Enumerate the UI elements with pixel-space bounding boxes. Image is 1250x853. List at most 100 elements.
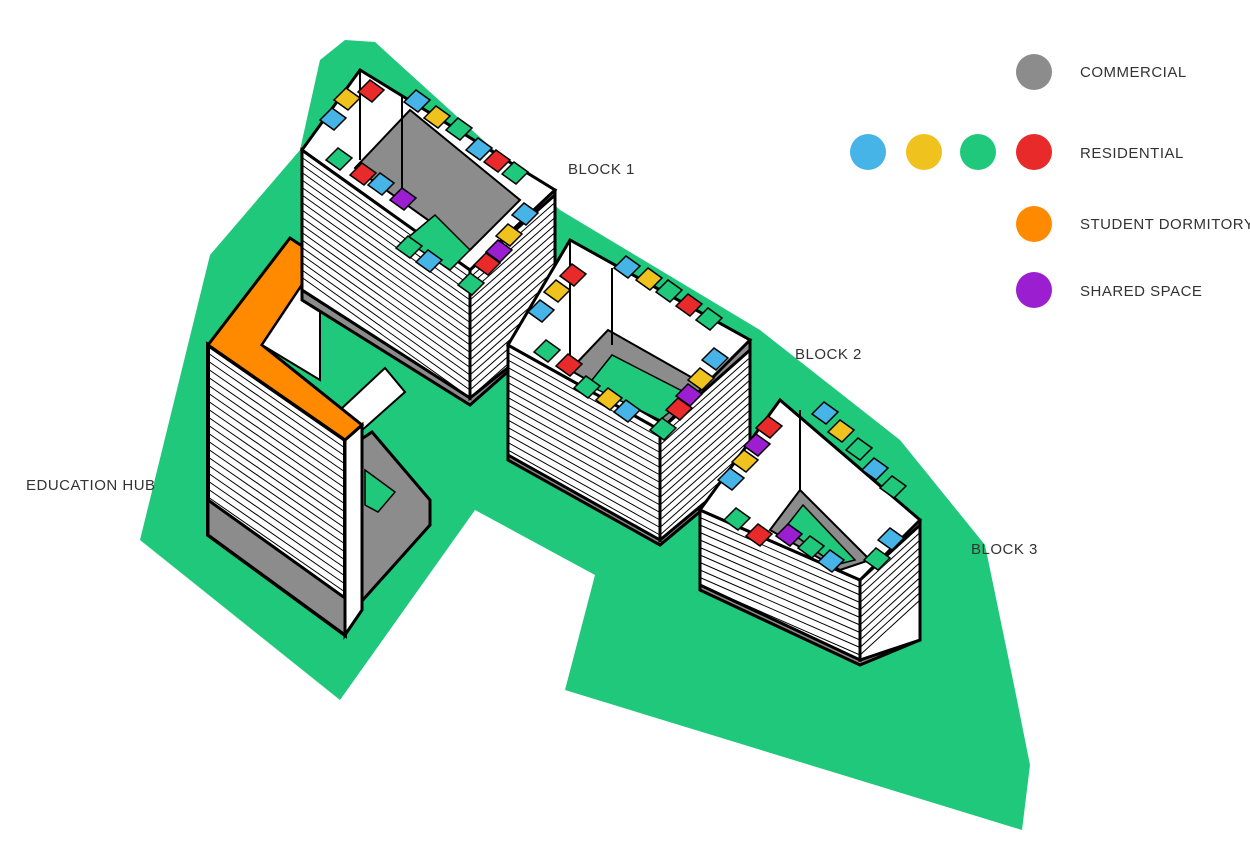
unit-tile: [860, 457, 890, 481]
floor-line: [207, 424, 346, 521]
unit-tile: [722, 507, 752, 531]
unit-tile: [532, 339, 562, 363]
floor-line: [659, 439, 751, 521]
unit-tile: [816, 549, 846, 573]
unit-tile: [558, 263, 588, 287]
floor-line: [207, 408, 346, 505]
unit-tile: [332, 87, 362, 111]
floor-line: [859, 554, 921, 611]
floor-line: [207, 392, 346, 489]
floor-line: [507, 449, 661, 536]
floor-line: [207, 440, 346, 537]
floor-line: [507, 374, 661, 461]
floor-line: [507, 404, 661, 491]
floor-line: [507, 412, 661, 498]
unit-tile: [700, 347, 730, 371]
floor-line: [301, 217, 471, 338]
block-2-building: [505, 237, 753, 547]
legend-commercial-label: COMMERCIAL: [1080, 64, 1187, 81]
unit-tile: [318, 107, 348, 131]
unit-tile: [664, 397, 694, 421]
unit-tile: [348, 162, 378, 186]
floor-line: [301, 224, 471, 346]
floor-line: [301, 269, 471, 391]
floor-line: [507, 389, 661, 476]
unit-tile: [456, 272, 486, 296]
unit-tile: [612, 255, 642, 279]
unit-tile: [526, 299, 556, 323]
unit-tile: [422, 105, 452, 129]
unit-tile: [742, 433, 772, 457]
floor-line: [207, 472, 346, 569]
floor-line: [301, 179, 471, 301]
floor-line: [507, 359, 661, 446]
legend-residential-swatch-green: [960, 134, 996, 170]
unit-tile: [716, 467, 746, 491]
unit-tile: [694, 307, 724, 331]
floor-line: [207, 400, 346, 497]
legend-dormitory-label: STUDENT DORMITORY: [1080, 216, 1250, 233]
block-1-building: [299, 67, 558, 407]
unit-tile: [572, 375, 602, 399]
floor-line: [659, 417, 751, 498]
unit-tile: [388, 187, 418, 211]
floor-line: [659, 357, 751, 438]
floor-line: [507, 382, 661, 468]
block-2-label: BLOCK 2: [795, 346, 862, 363]
education-hub-building: [205, 235, 432, 640]
floor-line: [659, 432, 751, 513]
legend-residential-swatch-blue: [850, 134, 886, 170]
floor-line: [507, 367, 661, 453]
legend-residential-swatch-yellow: [906, 134, 942, 170]
floor-line: [301, 277, 471, 398]
floor-line: [301, 239, 471, 361]
block-3-label: BLOCK 3: [971, 541, 1038, 558]
unit-tile: [444, 117, 474, 141]
floor-line: [659, 379, 751, 461]
floor-line: [207, 480, 346, 577]
unit-tile: [754, 415, 784, 439]
floor-line: [301, 187, 471, 308]
unit-tile: [500, 161, 530, 185]
floor-line: [301, 254, 471, 376]
unit-tile: [744, 523, 774, 547]
legend-dormitory-swatch: [1016, 206, 1052, 242]
unit-tile: [356, 79, 386, 103]
floor-line: [301, 172, 471, 293]
unit-tile: [464, 137, 494, 161]
floor-line: [859, 592, 921, 648]
floor-line: [507, 419, 661, 506]
floor-line: [859, 577, 921, 633]
unit-tile: [402, 89, 432, 113]
unit-tile: [876, 527, 906, 551]
floor-line: [207, 488, 346, 585]
floor-line: [469, 269, 556, 346]
legend-commercial-swatch: [1016, 54, 1052, 90]
unit-tile: [482, 149, 512, 173]
unit-tile: [648, 417, 678, 441]
floor-line: [699, 547, 861, 618]
floor-line: [469, 224, 556, 301]
floor-line: [207, 496, 346, 593]
floor-line: [301, 209, 471, 331]
unit-tile: [612, 399, 642, 423]
floor-line: [207, 376, 346, 473]
floor-line: [207, 432, 346, 529]
unit-tile: [862, 547, 892, 571]
unit-tile: [844, 437, 874, 461]
floor-line: [659, 372, 751, 453]
floor-line: [699, 554, 861, 626]
floor-line: [301, 194, 471, 316]
unit-tile: [394, 235, 424, 259]
floor-line: [699, 562, 861, 633]
floor-line: [859, 532, 921, 588]
floor-line: [859, 539, 921, 596]
floor-line: [301, 202, 471, 323]
floor-line: [507, 442, 661, 528]
floor-line: [301, 232, 471, 353]
floor-line: [699, 532, 861, 603]
floor-line: [301, 262, 471, 383]
floor-line: [659, 402, 751, 483]
unit-tile: [594, 387, 624, 411]
